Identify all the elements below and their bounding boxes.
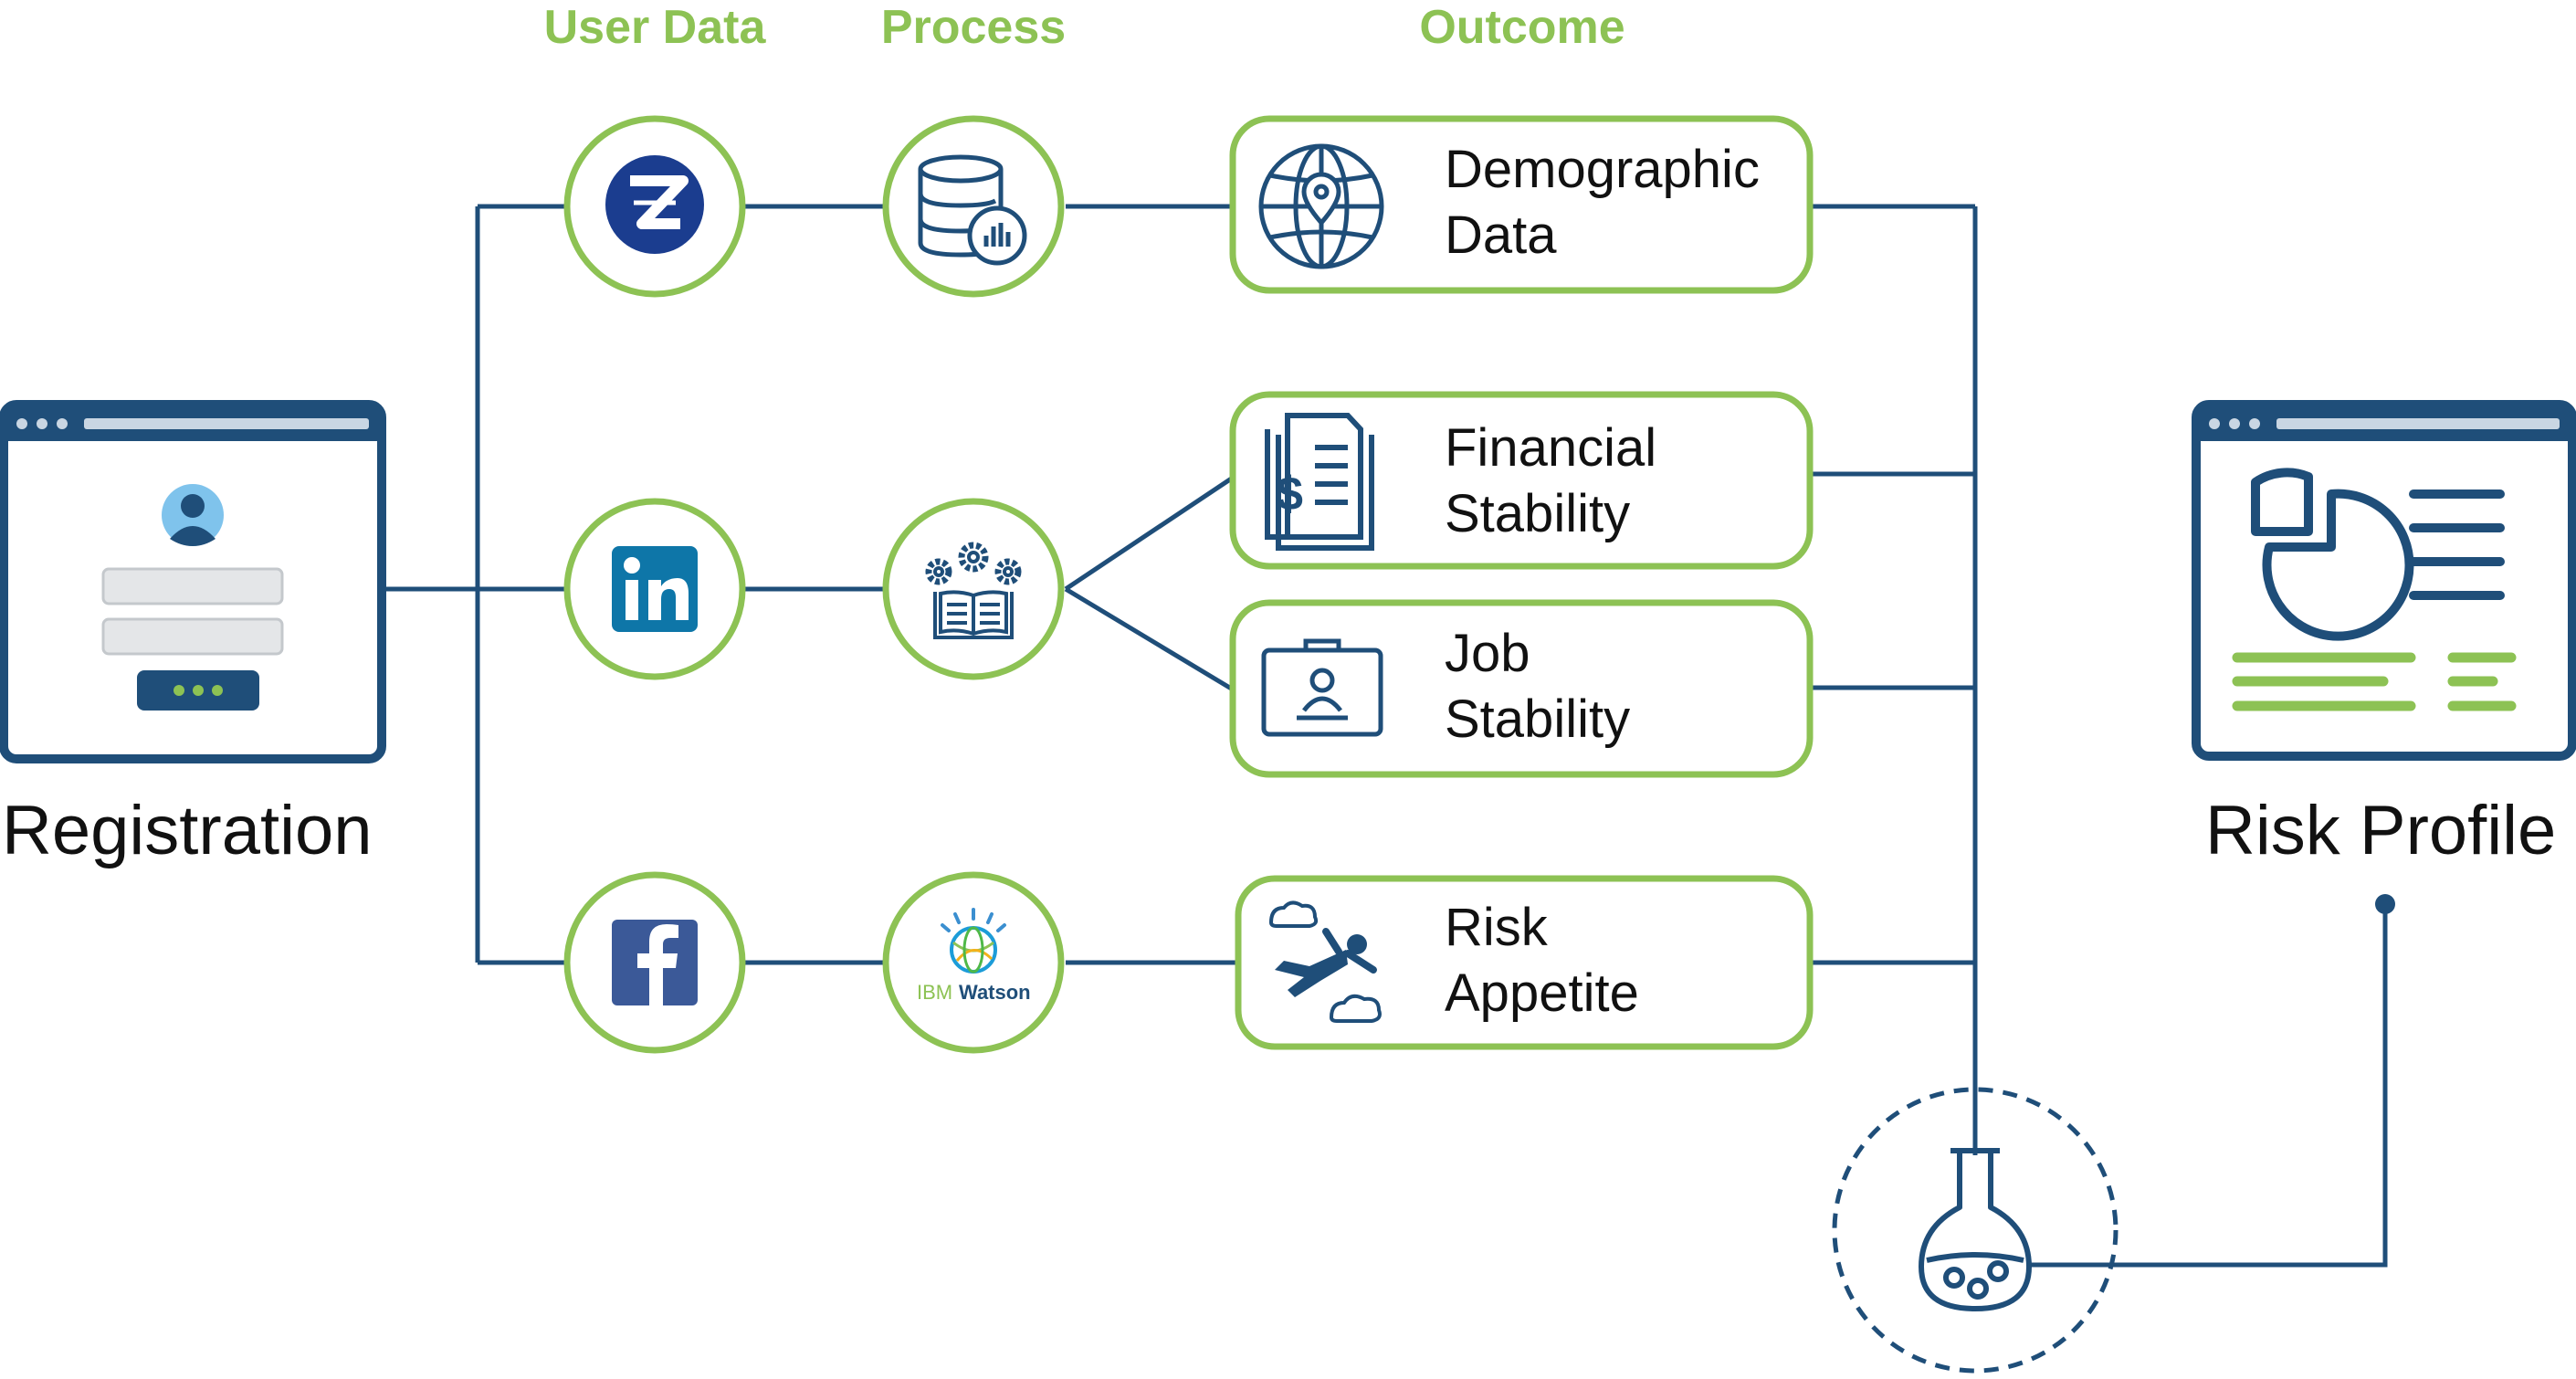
header-user-data: User Data — [543, 1, 766, 54]
registration-label: Registration — [2, 792, 373, 869]
outcome-label-demographic: Demographic Data — [1445, 140, 1760, 265]
outcome-box-job — [1229, 599, 1814, 778]
zurich-logo-icon — [605, 155, 704, 254]
registration-field-1 — [101, 567, 284, 605]
user-data-facebook — [563, 871, 746, 1054]
connectors — [384, 204, 2388, 1268]
outcome-label-financial: Financial Stability — [1445, 418, 1657, 543]
gears-book-icon — [925, 542, 1022, 639]
outcome-label-risk: Risk Appetite — [1445, 898, 1639, 1023]
header-outcome: Outcome — [1419, 1, 1625, 54]
skydiver-icon — [1268, 900, 1382, 1023]
outcome-box-demographic — [1229, 115, 1814, 294]
report-lines-icon — [2409, 489, 2505, 600]
outcome-label-job: Job Stability — [1445, 624, 1631, 749]
financial-document-icon: $ — [1265, 413, 1374, 551]
ibm-watson-logo-icon: IBM Watson — [917, 908, 1031, 1004]
linkedin-logo-icon — [612, 546, 698, 632]
outcome-box-financial: $ — [1229, 391, 1814, 570]
user-avatar-icon — [162, 484, 224, 546]
connector-process-financial — [1064, 475, 1235, 592]
outcome-box-risk — [1235, 875, 1814, 1050]
pie-chart-icon — [2251, 468, 2414, 641]
risk-profile-label: Risk Profile — [2205, 792, 2557, 869]
flask-icon — [1919, 1148, 2032, 1311]
riskprofile-endpoint-dot — [2375, 894, 2395, 914]
report-green-bars — [2232, 652, 2517, 711]
database-chart-icon — [918, 154, 1027, 266]
connector-process-job — [1064, 586, 1235, 692]
process-gears — [882, 498, 1065, 680]
watson-brand-ibm: IBM — [917, 981, 952, 1004]
watson-brand-watson: Watson — [959, 981, 1031, 1004]
risk-profile-window — [2192, 400, 2576, 761]
globe-location-icon — [1258, 143, 1384, 269]
id-badge-icon — [1261, 638, 1383, 737]
header-process: Process — [880, 1, 1067, 54]
process-watson: IBM Watson — [882, 871, 1065, 1054]
svg-text:$: $ — [1277, 468, 1303, 521]
connector-flask-riskprofile — [2029, 904, 2388, 1268]
registration-window — [0, 400, 386, 763]
combiner-flask — [1832, 1087, 2119, 1374]
process-database — [882, 115, 1065, 298]
facebook-logo-icon — [612, 920, 698, 1005]
user-data-zurich — [563, 115, 746, 298]
registration-field-2 — [101, 617, 284, 656]
user-data-linkedin — [563, 498, 746, 680]
